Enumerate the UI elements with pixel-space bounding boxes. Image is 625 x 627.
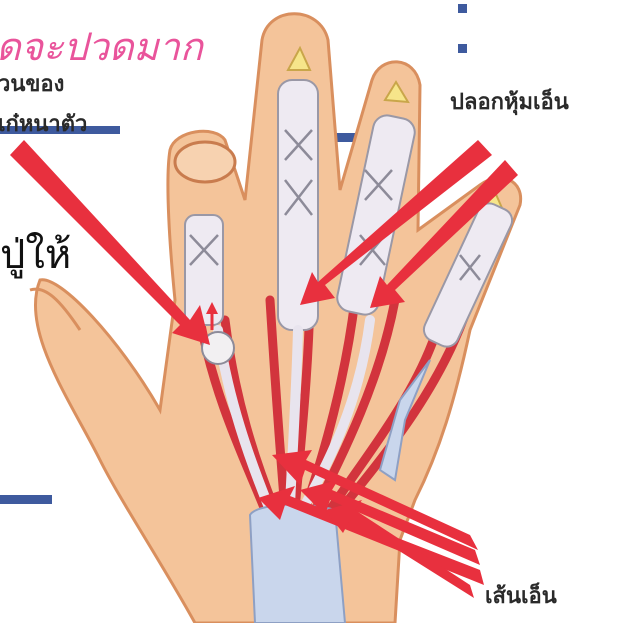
bottom-blue-bar [0,495,52,504]
label-tendon: เส้นเอ็น [485,578,557,613]
text-fragment-line3: เก๋หนาตัว [0,106,87,141]
fingernail [175,142,235,182]
decor-square [458,44,467,53]
text-fragment-line2: วนของ [0,66,64,101]
label-sheath: ปลอกหุ้มเอ็น [450,84,569,119]
sheath [185,215,223,325]
text-fragment-left: ปู่ให้ [0,222,71,286]
decor-square [458,4,467,13]
